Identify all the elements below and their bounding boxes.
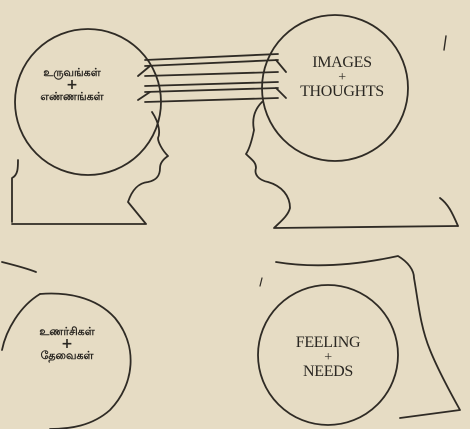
top-left-label: உருவங்கள் + எண்ணங்கள் [14,67,130,103]
label-line-2: NEEDS [303,363,353,380]
bottom-right-label: FEELING + NEEDS [288,335,368,381]
label-line-2: எண்ணங்கள் [40,90,103,103]
label-line-2: THOUGHTS [300,83,384,100]
label-line-2: தேவைகள் [41,349,94,362]
top-right-head [246,15,458,228]
stray-mark [260,278,262,286]
bottom-left-label: உணர்சிகள் + தேவைகள் [12,326,122,362]
stray-mark [444,36,446,50]
label-line-1: IMAGES [312,54,372,71]
top-right-label: IMAGES + THOUGHTS [280,55,404,101]
top-left-head [12,29,168,224]
label-line-1: FEELING [296,334,361,351]
